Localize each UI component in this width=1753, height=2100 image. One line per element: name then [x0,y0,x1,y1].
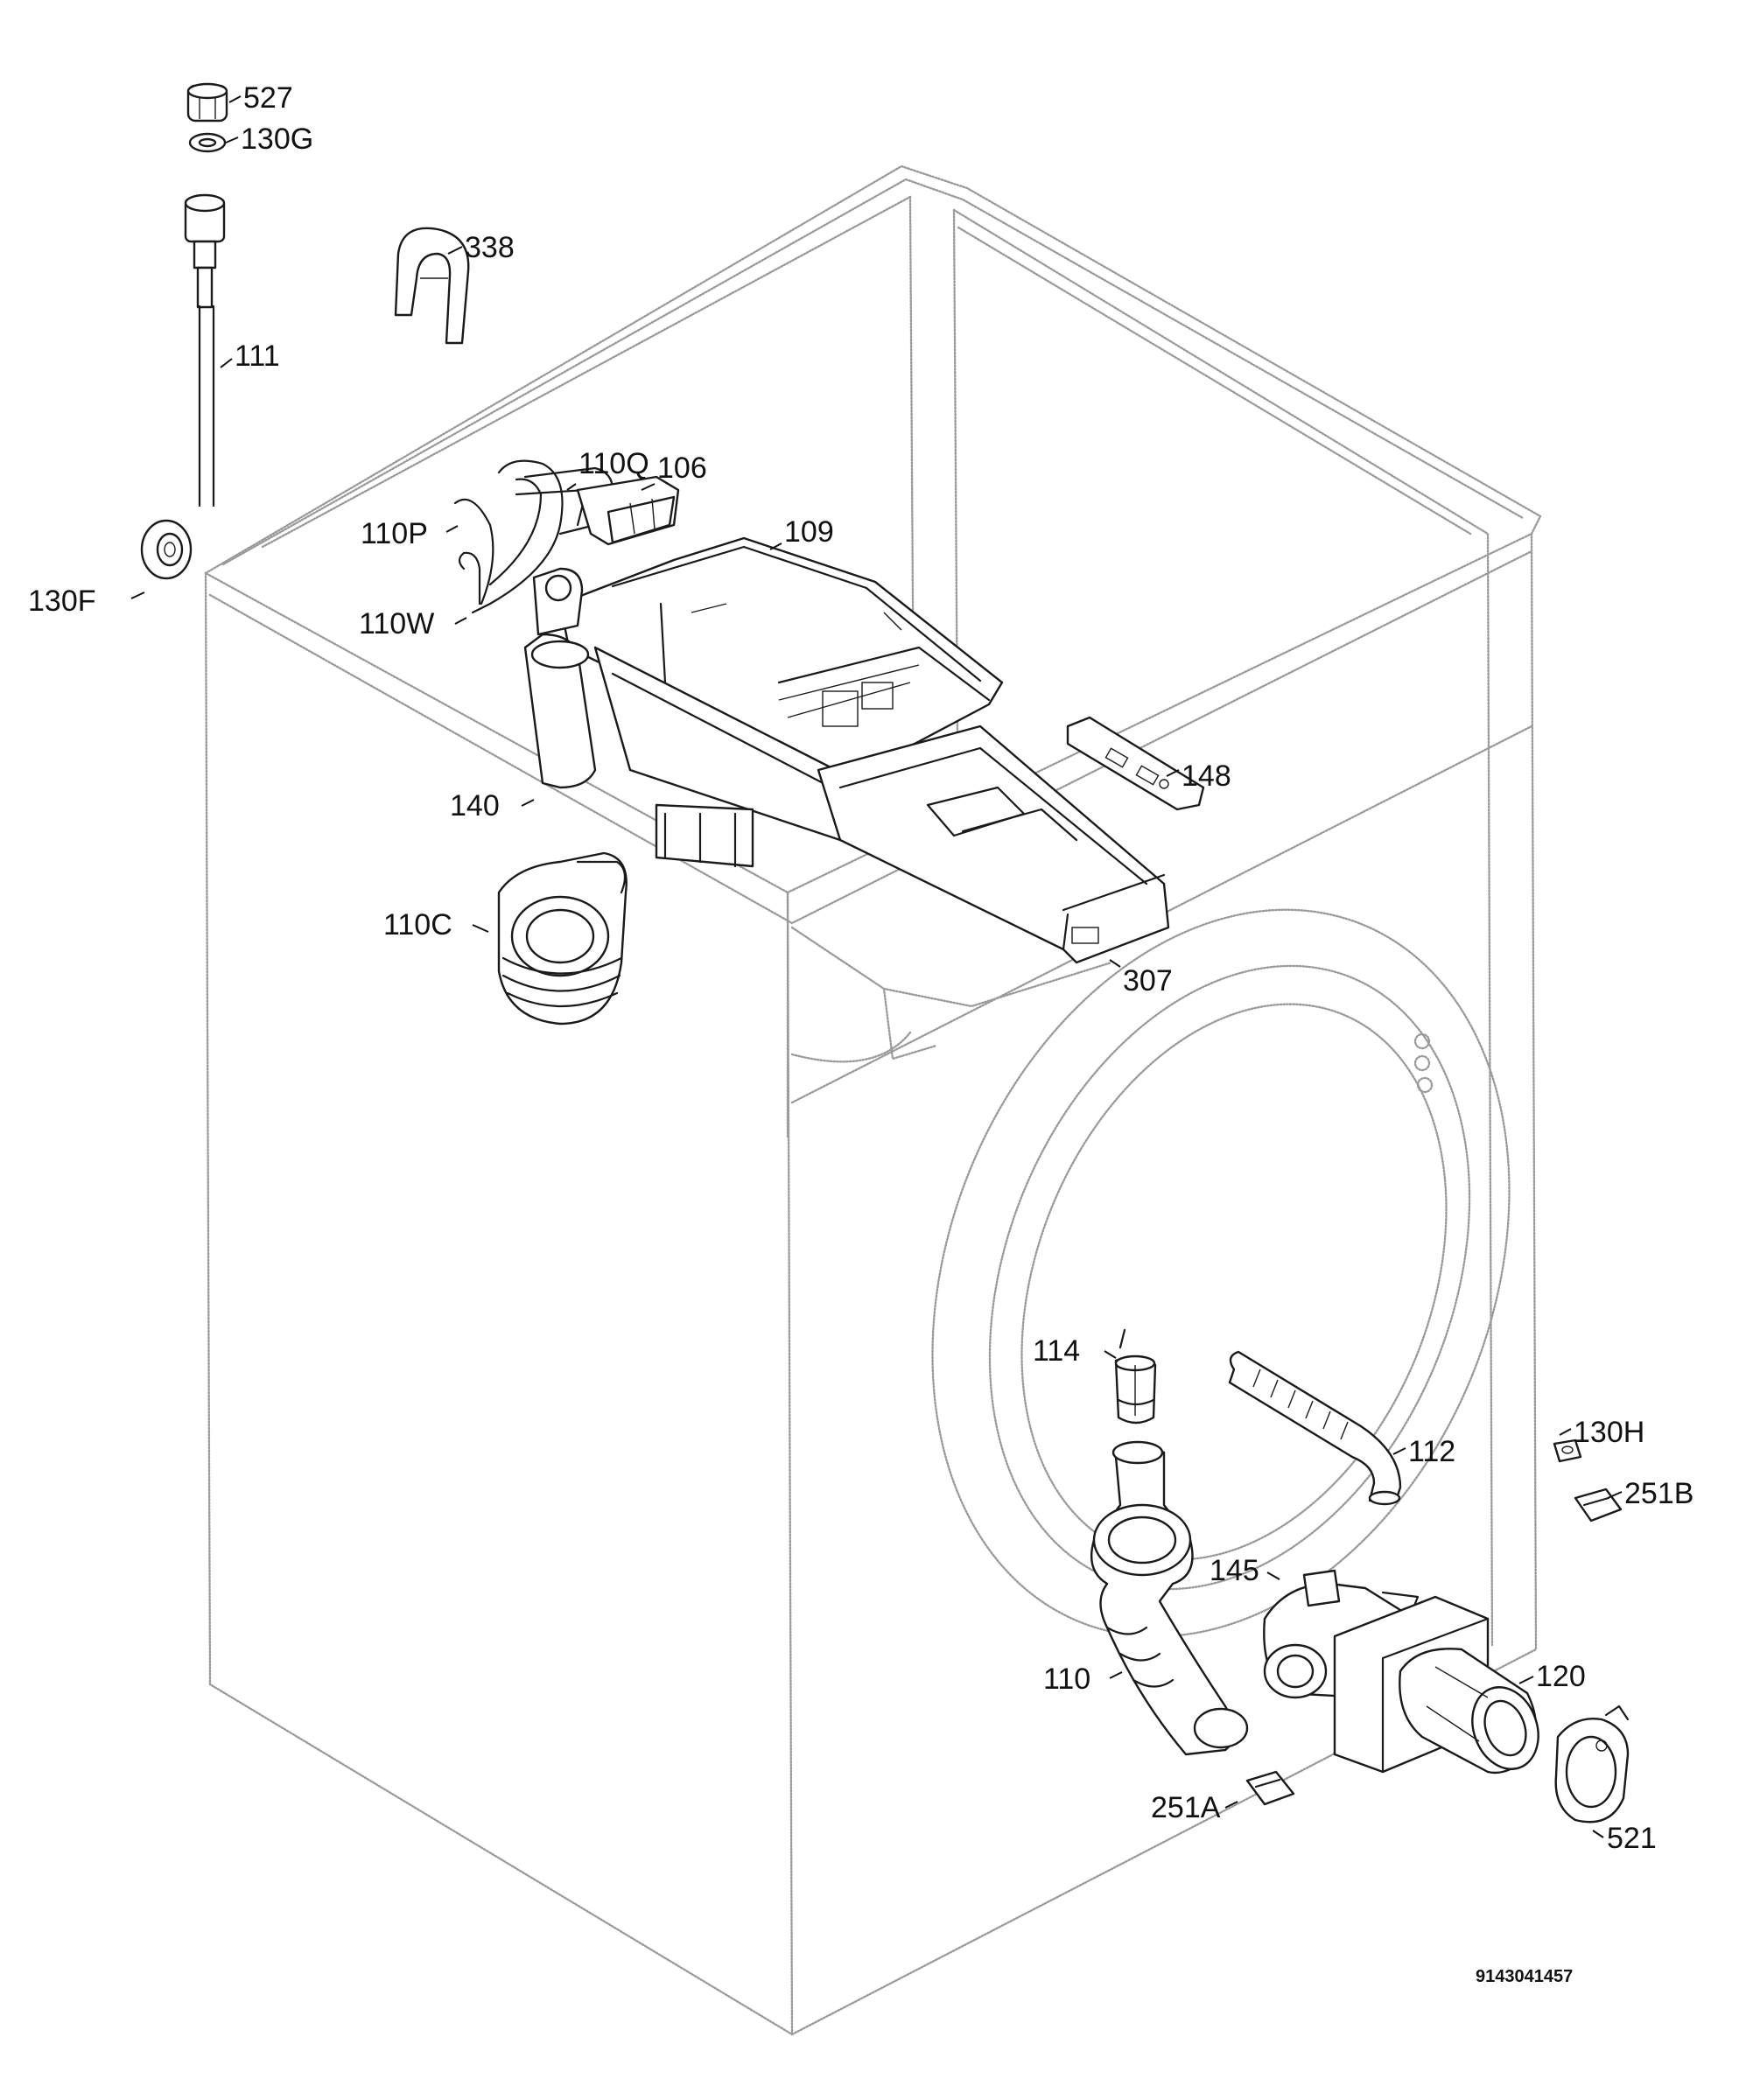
label-110: 110 [1043,1662,1090,1696]
document-number: 9143041457 [1476,1967,1573,1986]
label-114: 114 [1033,1334,1080,1368]
label-307: 307 [1123,964,1173,998]
part-251B-clip [1574,1488,1623,1522]
label-251B: 251B [1624,1477,1693,1510]
label-110W: 110W [359,607,434,640]
part-130F-bush [140,519,193,580]
part-110-sump-hose [1090,1440,1249,1756]
part-130G-washer [188,132,227,153]
part-140-pipe [523,567,842,868]
label-120: 120 [1536,1660,1586,1693]
label-109: 109 [784,515,834,549]
part-111-inlet-hose [184,193,226,508]
label-148: 148 [1182,760,1231,793]
part-251A-clip [1245,1770,1295,1806]
part-110C-bellows [497,851,628,1026]
part-130H-nut [1553,1438,1582,1463]
label-251A: 251A [1151,1791,1221,1824]
part-527-nut [186,82,228,122]
label-110P: 110P [361,517,428,550]
label-110Q: 110Q [578,447,649,480]
label-111: 111 [235,340,280,373]
part-106-valve [576,475,680,546]
label-106: 106 [657,452,707,485]
label-140: 140 [450,789,500,822]
part-148-panel [1066,716,1205,811]
part-112-drain-hose [1228,1350,1402,1506]
label-112: 112 [1408,1435,1455,1468]
label-527: 527 [243,81,293,115]
label-521: 521 [1607,1822,1657,1855]
label-110C: 110C [383,908,452,942]
part-307-drawer [817,724,1170,964]
label-130G: 130G [241,122,313,156]
part-338-hook [394,227,470,345]
label-130H: 130H [1574,1416,1644,1449]
part-521-cover [1554,1704,1630,1824]
part-labels: 527 130G 338 111 110Q 106 110P 109 130F … [28,81,1693,1855]
part-120-filter-housing [1333,1595,1539,1774]
label-338: 338 [465,231,515,264]
part-114-valve [1114,1328,1157,1424]
leader-lines [130,95,1623,1838]
part-109-dispenser-housing [558,536,1004,785]
label-130F: 130F [28,584,96,618]
label-145: 145 [1210,1554,1259,1587]
